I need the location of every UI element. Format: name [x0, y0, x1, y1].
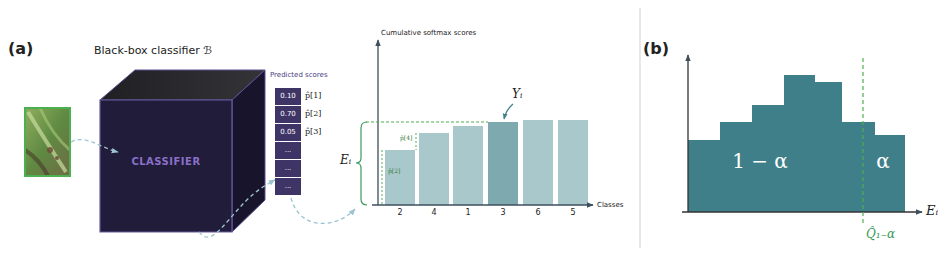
panel-letter: (a) [8, 40, 33, 58]
score-label: Eᵢ [340, 154, 351, 167]
axis-label: Eᵢ [926, 204, 938, 218]
flow-arrow [291, 198, 355, 223]
flow-arrow [71, 140, 118, 152]
score-cell: ... [275, 160, 301, 177]
classifier-cube [100, 70, 265, 232]
axis-title: Classes [597, 202, 623, 210]
score-histogram [682, 55, 922, 226]
box-label: CLASSIFIER [131, 156, 200, 167]
score-cell: ... [275, 178, 301, 195]
increment-label: p̂[4] [400, 135, 412, 142]
score-cell: 0.10 [275, 88, 301, 105]
class-tick: 3 [500, 209, 505, 218]
class-tick: 1 [465, 209, 470, 218]
box-heading: Black-box classifier ℬ [94, 44, 212, 57]
score-cell: ... [275, 142, 301, 159]
quantile-label: Q̂₁₋α [866, 228, 895, 241]
score-cell: 0.70 [275, 106, 301, 123]
increment-label: p̂[2] [388, 168, 400, 175]
score-symbol: p̂[1] [305, 92, 321, 101]
cumulative-bar-chart [356, 40, 593, 205]
score-symbol: p̂[2] [305, 110, 321, 119]
panel-divider [640, 8, 641, 248]
classifier-box: Black-box classifier ℬCLASSIFIER [100, 100, 232, 232]
class-tick: 6 [535, 209, 540, 218]
class-tick: 4 [431, 209, 436, 218]
true-class-label: Yᵢ [512, 88, 522, 101]
class-tick: 2 [397, 209, 402, 218]
column-heading: Predicted scores [270, 71, 328, 79]
flow-arrow [199, 180, 275, 237]
region-label: 1 − α [732, 150, 788, 172]
score-column: Predicted scores0.100.700.05......... [275, 88, 301, 196]
score-cell: 0.05 [275, 124, 301, 141]
leaf-photo [25, 108, 70, 176]
panel-letter: (b) [643, 40, 669, 58]
score-symbol: p̂[3] [305, 128, 321, 137]
region-label: α [876, 150, 890, 172]
class-tick: 5 [570, 209, 575, 218]
axis-title: Cumulative softmax scores [381, 30, 476, 38]
